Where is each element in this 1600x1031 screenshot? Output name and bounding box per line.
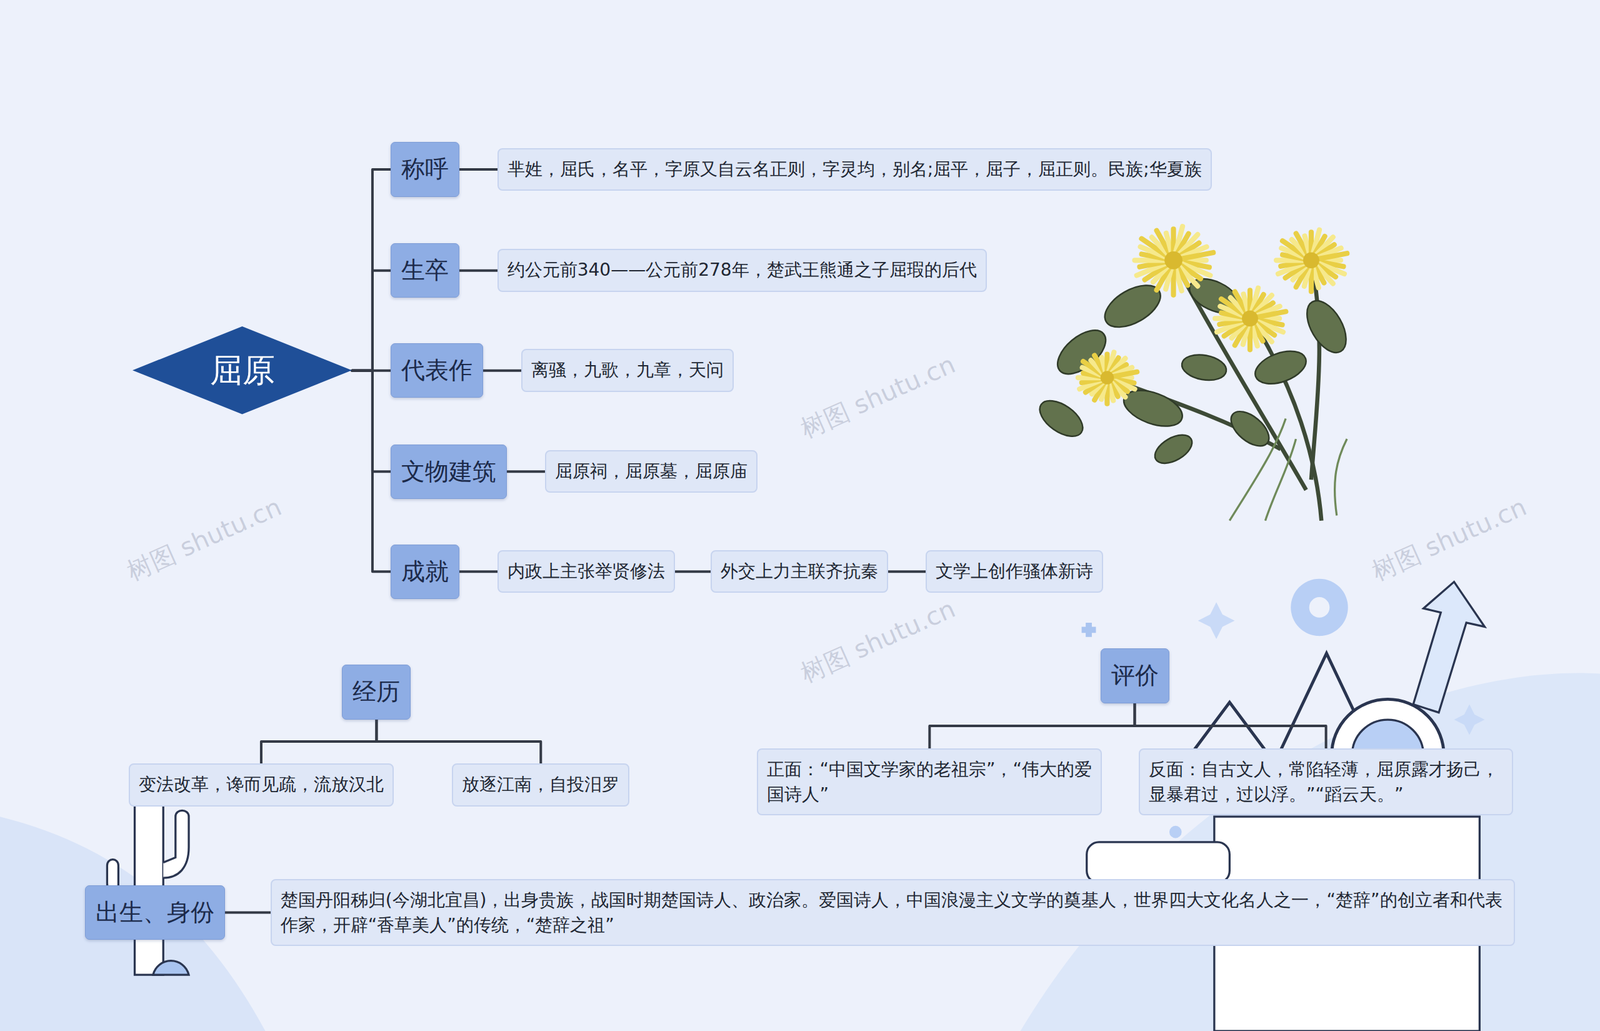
topic-box: 经历	[341, 664, 411, 719]
detail-box: 约公元前340——公元前278年，楚武王熊通之子屈瑕的后代	[497, 248, 987, 292]
detail-box: 屈原祠，屈原墓，屈原庙	[545, 450, 758, 493]
node-text: 评价	[1111, 660, 1159, 691]
node-text: 屈原祠，屈原墓，屈原庙	[555, 460, 748, 483]
connector-line	[459, 168, 497, 171]
node-text: 反面：自古文人，常陷轻薄，屈原露才扬己，显暴君过，过以浮。”“蹈云天。”	[1148, 756, 1504, 806]
detail-box: 正面：“中国文学家的老祖宗”，“伟大的爱国诗人”	[756, 748, 1102, 815]
node-text: 屈原	[210, 348, 275, 393]
node-text: 变法改革，谗而见疏，流放汉北	[138, 773, 384, 796]
node-text: 文学上创作骚体新诗	[935, 560, 1094, 583]
background-wave	[0, 816, 265, 1031]
flower-head	[1078, 351, 1137, 404]
connector-line	[351, 370, 391, 572]
node-text: 内政上主张举贤修法	[507, 560, 665, 583]
detail-box: 楚国丹阳秭归(今湖北宜昌)，出身贵族，战国时期楚国诗人、政治家。爱国诗人，中国浪…	[270, 878, 1516, 945]
detail-box: 离骚，九歌，九章，天问	[521, 348, 734, 392]
connector-line	[675, 570, 711, 573]
connector-line	[459, 570, 497, 573]
watermark: 树图 shutu.cn	[795, 591, 961, 691]
node-text: 成就	[401, 556, 449, 587]
node-text: 约公元前340——公元前278年，楚武王熊通之子屈瑕的后代	[507, 258, 977, 282]
topic-box: 文物建筑	[390, 444, 507, 499]
connector-line	[225, 911, 271, 914]
connector-line	[351, 270, 391, 371]
node-text: 出生、身份	[95, 896, 215, 928]
flower-head	[1215, 288, 1286, 350]
node-text: 外交上力主联齐抗秦	[720, 560, 879, 583]
detail-box: 文学上创作骚体新诗	[925, 550, 1104, 593]
connector-line	[888, 570, 926, 573]
watermark: 树图 shutu.cn	[795, 346, 961, 446]
flower-head	[1135, 226, 1214, 295]
watermark: 树图 shutu.cn	[1366, 490, 1532, 589]
topic-box: 成就	[390, 544, 460, 599]
node-text: 放逐江南，自投汨罗	[461, 773, 620, 796]
node-text: 文物建筑	[401, 456, 497, 487]
connector-line	[1135, 703, 1327, 749]
node-text: 经历	[352, 676, 400, 707]
topic-box: 代表作	[390, 343, 484, 398]
topic-box: 评价	[1100, 648, 1170, 703]
topic-box: 生卒	[390, 243, 460, 298]
flower-head	[1276, 230, 1347, 292]
node-text: 生卒	[401, 255, 449, 286]
detail-box: 变法改革，谗而见疏，流放汉北	[128, 763, 394, 806]
topic-box: 出生、身份	[85, 885, 225, 940]
detail-box: 外交上力主联齐抗秦	[710, 550, 889, 593]
watermark: 树图 shutu.cn	[121, 490, 287, 589]
connector-line	[929, 703, 1135, 749]
topic-box: 称呼	[390, 141, 460, 197]
detail-box: 芈姓，屈氏，名平，字原又自云名正则，字灵均，别名;屈平，屈子，屈正则。民族;华夏…	[497, 148, 1212, 191]
connector-line	[261, 719, 377, 764]
node-text: 正面：“中国文学家的老祖宗”，“伟大的爱国诗人”	[766, 756, 1092, 806]
chrysanthemum-illustration	[1033, 226, 1355, 520]
node-text: 代表作	[401, 355, 473, 386]
connector-line	[483, 369, 521, 372]
detail-box: 反面：自古文人，常陷轻薄，屈原露才扬己，显暴君过，过以浮。”“蹈云天。”	[1138, 748, 1514, 815]
connector-line	[376, 719, 541, 764]
detail-box: 内政上主张举贤修法	[497, 550, 675, 593]
connector-line	[351, 169, 391, 371]
connector-line	[506, 470, 545, 473]
node-text: 楚国丹阳秭归(今湖北宜昌)，出身贵族，战国时期楚国诗人、政治家。爱国诗人，中国浪…	[280, 887, 1506, 937]
node-text: 离骚，九歌，九章，天问	[531, 358, 724, 382]
root-diamond: 屈原	[132, 326, 352, 414]
detail-box: 放逐江南，自投汨罗	[451, 763, 630, 806]
node-text: 称呼	[401, 153, 449, 185]
connector-line	[459, 269, 497, 272]
node-text: 芈姓，屈氏，名平，字原又自云名正则，字灵均，别名;屈平，屈子，屈正则。民族;华夏…	[507, 158, 1202, 181]
